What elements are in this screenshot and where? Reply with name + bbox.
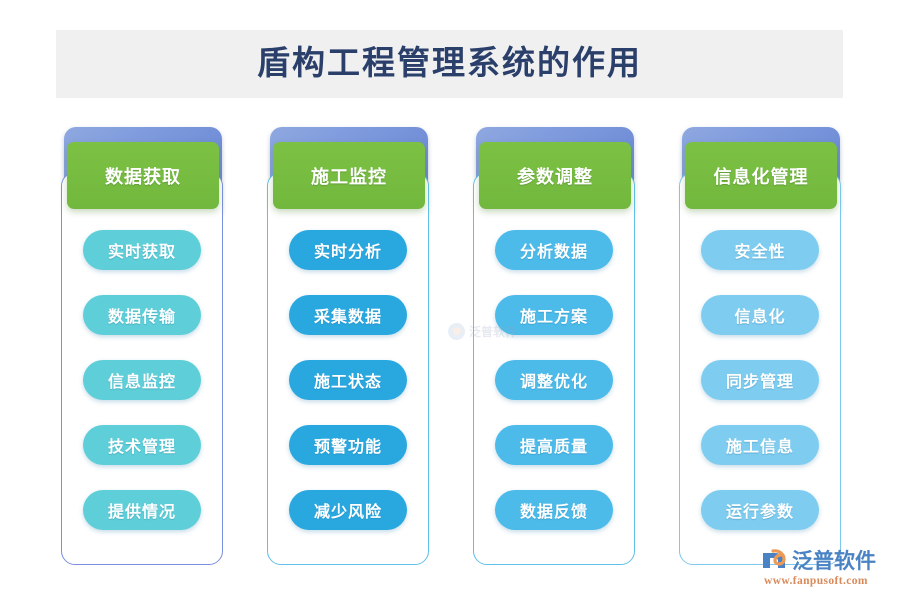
pill-label: 数据传输 — [107, 309, 176, 326]
column-pill-list: 安全性 信息化 同步管理 施工信息 运行参数 — [679, 230, 841, 555]
pill-label: 信息监控 — [107, 374, 176, 391]
list-item[interactable]: 减少风险 — [289, 490, 407, 530]
column-header-chip[interactable]: 参数调整 — [479, 142, 631, 209]
watermark-logo-icon — [448, 322, 465, 340]
column-header-chip[interactable]: 信息化管理 — [685, 142, 837, 209]
list-item[interactable]: 数据传输 — [83, 295, 201, 335]
pill-label: 实时分析 — [313, 244, 382, 261]
columns-container: 数据获取 实时获取 数据传输 信息监控 技术管理 提供情况 施工监控 实时分析 … — [0, 127, 900, 572]
column-header-label: 参数调整 — [517, 166, 593, 187]
pill-label: 施工信息 — [725, 439, 794, 456]
list-item[interactable]: 分析数据 — [495, 230, 613, 270]
pill-label: 安全性 — [734, 244, 786, 261]
list-item[interactable]: 施工状态 — [289, 360, 407, 400]
list-item[interactable]: 预警功能 — [289, 425, 407, 465]
pill-label: 预警功能 — [313, 439, 382, 456]
column-parameter-adjustment: 参数调整 分析数据 施工方案 调整优化 提高质量 数据反馈 — [473, 127, 637, 568]
list-item[interactable]: 运行参数 — [701, 490, 819, 530]
brand-name: 泛普软件 — [792, 549, 876, 573]
list-item[interactable]: 同步管理 — [701, 360, 819, 400]
list-item[interactable]: 实时获取 — [83, 230, 201, 270]
pill-label: 运行参数 — [725, 504, 794, 521]
pill-label: 数据反馈 — [519, 504, 588, 521]
title-band: 盾构工程管理系统的作用 — [56, 30, 843, 98]
brand-url: www.fanpusoft.com — [764, 575, 868, 587]
watermark-text: 泛普软件 — [469, 324, 518, 339]
list-item[interactable]: 信息监控 — [83, 360, 201, 400]
column-header-label: 数据获取 — [105, 166, 181, 187]
page-title: 盾构工程管理系统的作用 — [257, 46, 642, 82]
list-item[interactable]: 提供情况 — [83, 490, 201, 530]
pill-label: 调整优化 — [519, 374, 588, 391]
column-pill-list: 实时分析 采集数据 施工状态 预警功能 减少风险 — [267, 230, 429, 555]
pill-label: 技术管理 — [107, 439, 176, 456]
list-item[interactable]: 调整优化 — [495, 360, 613, 400]
pill-label: 实时获取 — [107, 244, 176, 261]
column-construction-monitoring: 施工监控 实时分析 采集数据 施工状态 预警功能 减少风险 — [267, 127, 431, 568]
pill-label: 信息化 — [734, 309, 786, 326]
list-item[interactable]: 安全性 — [701, 230, 819, 270]
pill-label: 施工方案 — [519, 309, 588, 326]
list-item[interactable]: 技术管理 — [83, 425, 201, 465]
brand-row: 泛普软件 — [762, 546, 894, 574]
list-item[interactable]: 数据反馈 — [495, 490, 613, 530]
list-item[interactable]: 信息化 — [701, 295, 819, 335]
column-header-label: 信息化管理 — [713, 166, 809, 187]
pill-label: 减少风险 — [313, 504, 382, 521]
fanpu-logo-icon — [762, 548, 788, 572]
list-item[interactable]: 施工方案 — [495, 295, 613, 335]
column-pill-list: 实时获取 数据传输 信息监控 技术管理 提供情况 — [61, 230, 223, 555]
list-item[interactable]: 施工信息 — [701, 425, 819, 465]
list-item[interactable]: 采集数据 — [289, 295, 407, 335]
pill-label: 提供情况 — [107, 504, 176, 521]
pill-label: 分析数据 — [519, 244, 588, 261]
list-item[interactable]: 实时分析 — [289, 230, 407, 270]
brand-logo: 泛普软件 www.fanpusoft.com — [762, 546, 894, 592]
list-item[interactable]: 提高质量 — [495, 425, 613, 465]
column-header-label: 施工监控 — [311, 166, 387, 187]
column-header-chip[interactable]: 数据获取 — [67, 142, 219, 209]
column-pill-list: 分析数据 施工方案 调整优化 提高质量 数据反馈 — [473, 230, 635, 555]
pill-label: 同步管理 — [725, 374, 794, 391]
center-watermark: 泛普软件 — [448, 318, 558, 344]
pill-label: 采集数据 — [313, 309, 382, 326]
column-header-chip[interactable]: 施工监控 — [273, 142, 425, 209]
column-data-acquisition: 数据获取 实时获取 数据传输 信息监控 技术管理 提供情况 — [61, 127, 225, 568]
pill-label: 提高质量 — [519, 439, 588, 456]
column-information-management: 信息化管理 安全性 信息化 同步管理 施工信息 运行参数 — [679, 127, 843, 568]
pill-label: 施工状态 — [313, 374, 382, 391]
